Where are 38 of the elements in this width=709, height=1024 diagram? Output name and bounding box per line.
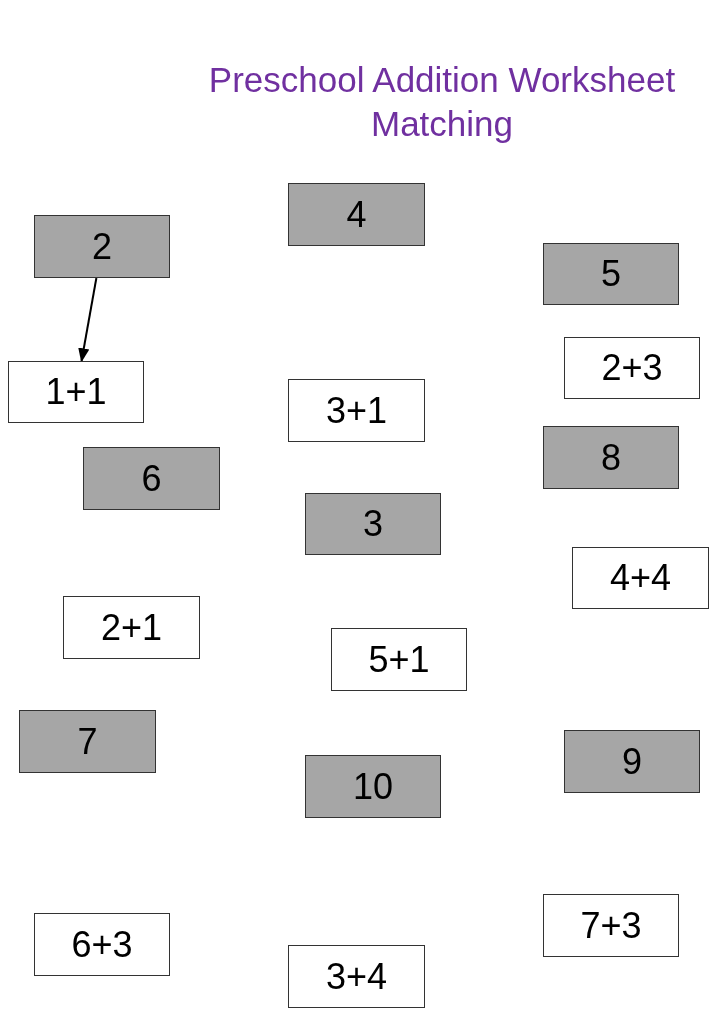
addition-problem-box — [8, 361, 144, 423]
addition-problem-text: 7+3 — [580, 904, 642, 947]
addition-problem-text: 3+4 — [325, 955, 388, 998]
addition-problem-box — [543, 894, 679, 957]
addition-problem-box — [564, 337, 700, 399]
number-text: 2 — [92, 225, 112, 268]
number-text: 10 — [352, 765, 393, 808]
number-text: 5 — [601, 253, 621, 295]
answer-number-box — [19, 710, 156, 773]
addition-problem-box — [63, 596, 200, 659]
addition-problem-text: 2+3 — [601, 347, 663, 389]
answer-number-box — [543, 426, 679, 489]
addition-problem-box — [572, 547, 709, 609]
addition-problem-text: 3+1 — [325, 389, 388, 432]
addition-problem-text: 5+1 — [368, 638, 430, 681]
number-text: 7 — [77, 720, 98, 763]
number-text: 3 — [363, 503, 383, 545]
worksheet-title: Preschool Addition Worksheet Matching — [207, 59, 677, 145]
answer-number-box — [34, 215, 170, 278]
addition-problem-box — [34, 913, 170, 976]
answer-number-box — [543, 243, 679, 305]
addition-problem-text: 4+4 — [609, 557, 672, 599]
answer-number-box — [288, 183, 425, 246]
answer-number-box — [83, 447, 220, 510]
number-text: 9 — [622, 740, 642, 783]
addition-problem-text: 2+1 — [100, 606, 163, 649]
number-text: 4 — [346, 193, 367, 236]
answer-number-box — [564, 730, 700, 793]
addition-problem-box — [288, 945, 425, 1008]
number-text: 8 — [601, 436, 621, 479]
number-text: 6 — [141, 457, 162, 500]
answer-number-box — [305, 493, 441, 555]
addition-problem-text: 1+1 — [45, 371, 107, 413]
addition-problem-box — [331, 628, 467, 691]
arrow — [78, 277, 98, 363]
addition-problem-text: 6+3 — [71, 923, 133, 966]
answer-number-box — [305, 755, 441, 818]
addition-problem-box — [288, 379, 425, 442]
